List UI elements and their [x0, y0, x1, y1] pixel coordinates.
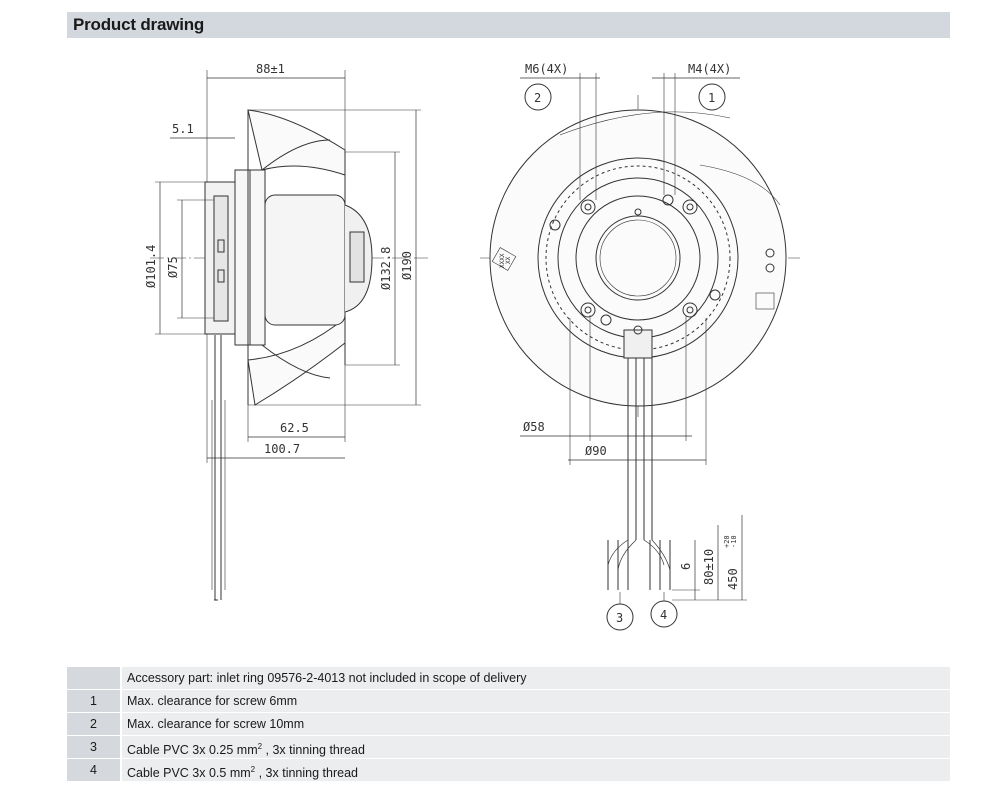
dim-dia-motor: Ø132.8 [379, 247, 393, 290]
section-title: Product drawing [73, 15, 205, 34]
dim-cable-450-tol-lower: -10 [730, 535, 738, 548]
dim-dia-impeller: Ø190 [400, 251, 414, 280]
callout-1: 1 [708, 91, 715, 105]
notes-row-num: 1 [67, 690, 120, 712]
notes-row-accessory: Accessory part: inlet ring 09576-2-4013 … [67, 667, 950, 689]
dim-cable-450: 450 [726, 568, 740, 590]
notes-row-sup: 2 [250, 765, 256, 774]
dim-cable-80: 80±10 [702, 549, 716, 585]
dim-width-total: 88±1 [256, 62, 285, 76]
dim-dia-90: Ø90 [585, 444, 607, 458]
marking-xxxx: XXXX [499, 253, 506, 268]
marking-xx: XX [505, 256, 512, 264]
callout-2: 2 [534, 91, 541, 105]
technical-drawing: 88±1 5.1 Ø101.4 Ø75 Ø132.8 Ø190 62.5 100… [144, 62, 800, 631]
notes-row-text: Max. clearance for screw 10mm [122, 713, 950, 735]
notes-row-after: , 3x tinning thread [255, 766, 358, 781]
notes-row-num: 3 [67, 736, 120, 758]
front-view [480, 73, 800, 631]
notes-row-num: 2 [67, 713, 120, 735]
dim-screw-m4: M4(4X) [688, 62, 731, 76]
side-view [150, 70, 430, 601]
dim-depth-long: 100.7 [264, 442, 300, 456]
notes-row-num [67, 667, 120, 689]
notes-row-text: Max. clearance for screw 6mm [122, 690, 950, 712]
notes-row-after: , 3x tinning thread [262, 743, 365, 758]
dim-depth-short: 62.5 [280, 421, 309, 435]
notes-row: 2 Max. clearance for screw 10mm [67, 713, 950, 735]
notes-row-sup: 2 [257, 742, 263, 751]
section-header: Product drawing [67, 12, 950, 38]
dim-cable-6: 6 [679, 563, 693, 570]
dim-cable-450-tol-upper: +20 [723, 535, 731, 548]
dim-screw-m6: M6(4X) [525, 62, 568, 76]
notes-row-main: Cable PVC 3x 0.5 mm [127, 766, 251, 781]
callout-4: 4 [660, 608, 667, 622]
notes-row-text: Accessory part: inlet ring 09576-2-4013 … [122, 667, 950, 689]
notes-row: 4 Cable PVC 3x 0.5 mm2 , 3x tinning thre… [67, 759, 950, 781]
notes-table: Accessory part: inlet ring 09576-2-4013 … [67, 667, 950, 782]
dim-dia-58: Ø58 [523, 420, 545, 434]
notes-row: 1 Max. clearance for screw 6mm [67, 690, 950, 712]
notes-row-num: 4 [67, 759, 120, 781]
notes-row-main: Cable PVC 3x 0.25 mm [127, 743, 258, 758]
notes-row: 3 Cable PVC 3x 0.25 mm2 , 3x tinning thr… [67, 736, 950, 758]
dim-dia-outer-left: Ø101.4 [144, 245, 158, 288]
callout-3: 3 [616, 611, 623, 625]
notes-row-text: Cable PVC 3x 0.25 mm2 , 3x tinning threa… [122, 736, 950, 758]
dim-offset: 5.1 [172, 122, 194, 136]
dim-dia-inner-left: Ø75 [166, 256, 180, 278]
notes-row-text: Cable PVC 3x 0.5 mm2 , 3x tinning thread [122, 759, 950, 781]
